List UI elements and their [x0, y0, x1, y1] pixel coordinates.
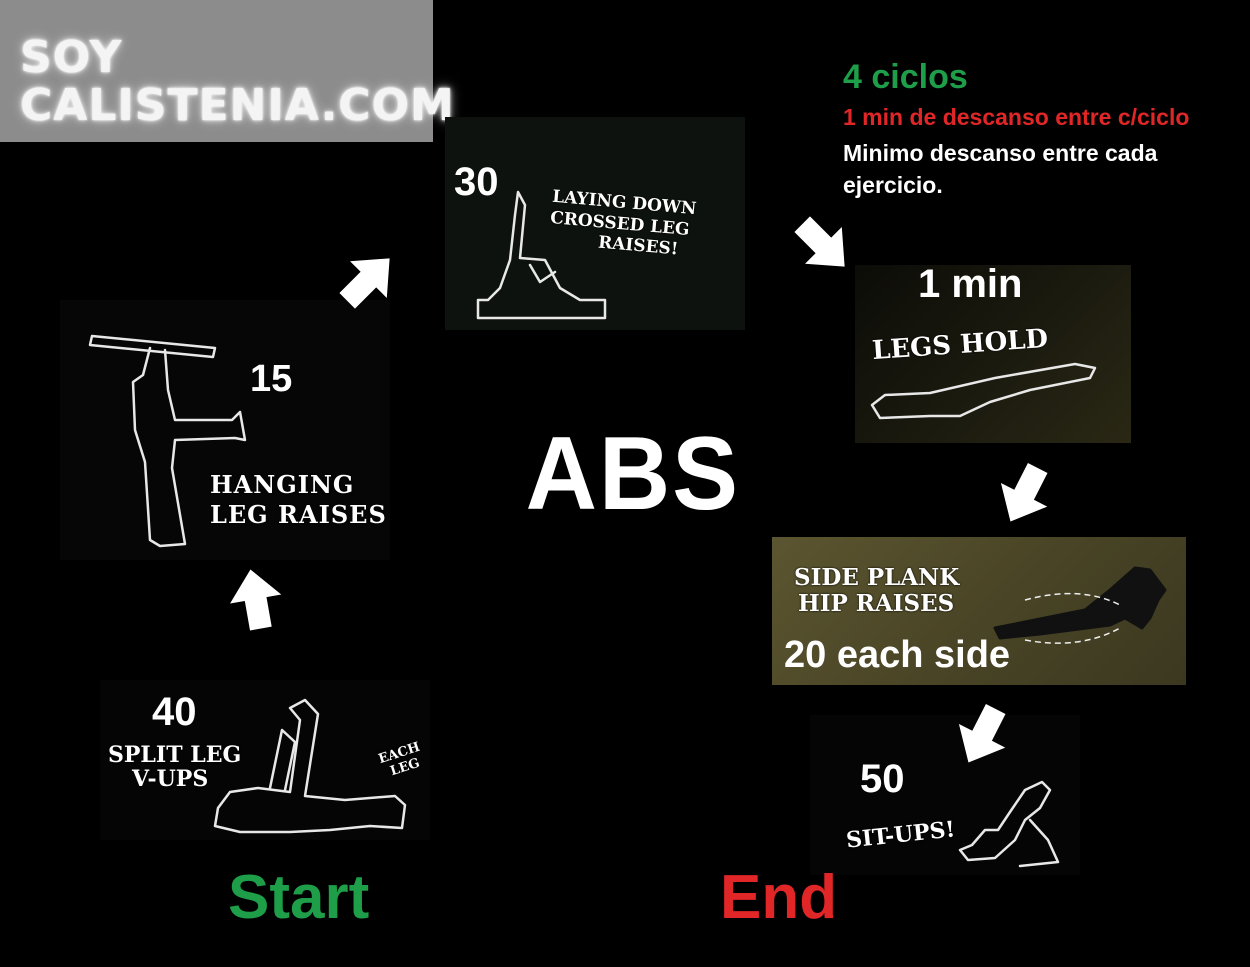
start-label: Start: [228, 863, 370, 932]
rest-text: 1 min de descanso entre c/ciclo: [843, 104, 1190, 130]
exercise-hanging-line-1: HANGING: [210, 470, 355, 499]
figure-silhouette-icon: [958, 780, 1060, 868]
end-label: End: [720, 863, 838, 932]
reps-side-plank: 20 each side: [784, 634, 1011, 676]
exercise-side-plank-line-1: SIDE PLANK: [794, 564, 960, 591]
exercise-hanging-line-2: LEG RAISES: [210, 500, 387, 529]
arrow-icon: [328, 239, 409, 320]
panel-split-leg: [100, 680, 430, 840]
site-logo: SOY CALISTENIA.COM: [0, 0, 454, 142]
exercise-side-plank-line-2: HIP RAISES: [798, 590, 955, 617]
figure-silhouette-icon: [88, 334, 247, 548]
logo-line-1: SOY: [20, 32, 123, 83]
reps-hanging: 15: [250, 358, 293, 400]
reps-split-leg: 40: [152, 690, 197, 734]
arrow-icon: [783, 205, 864, 286]
panel-situps: [810, 715, 1080, 875]
panel-legs-hold: [855, 265, 1131, 443]
arrow-icon: [224, 564, 287, 634]
exercise-split-leg-line-2: V-UPS: [132, 766, 209, 792]
arrow-icon: [945, 697, 1019, 775]
figure-silhouette-icon: [476, 190, 607, 320]
exercise-split-leg-line-1: SPLIT LEG: [108, 742, 242, 768]
figure-silhouette-icon: [993, 566, 1167, 644]
min-rest-line-2: ejercicio.: [843, 172, 943, 198]
figure-silhouette-icon: [870, 362, 1097, 420]
cycles-text: 4 ciclos: [843, 58, 968, 96]
reps-situps: 50: [860, 757, 905, 801]
reps-laying: 30: [454, 160, 499, 204]
logo-line-2: CALISTENIA.COM: [20, 80, 455, 131]
min-rest-line-1: Minimo descanso entre cada: [843, 140, 1158, 166]
reps-legs-hold: 1 min: [918, 262, 1023, 306]
panel-hanging: [60, 300, 390, 560]
figure-silhouette-icon: [213, 698, 407, 834]
page-title: ABS: [525, 416, 740, 532]
arrow-icon: [987, 456, 1061, 534]
